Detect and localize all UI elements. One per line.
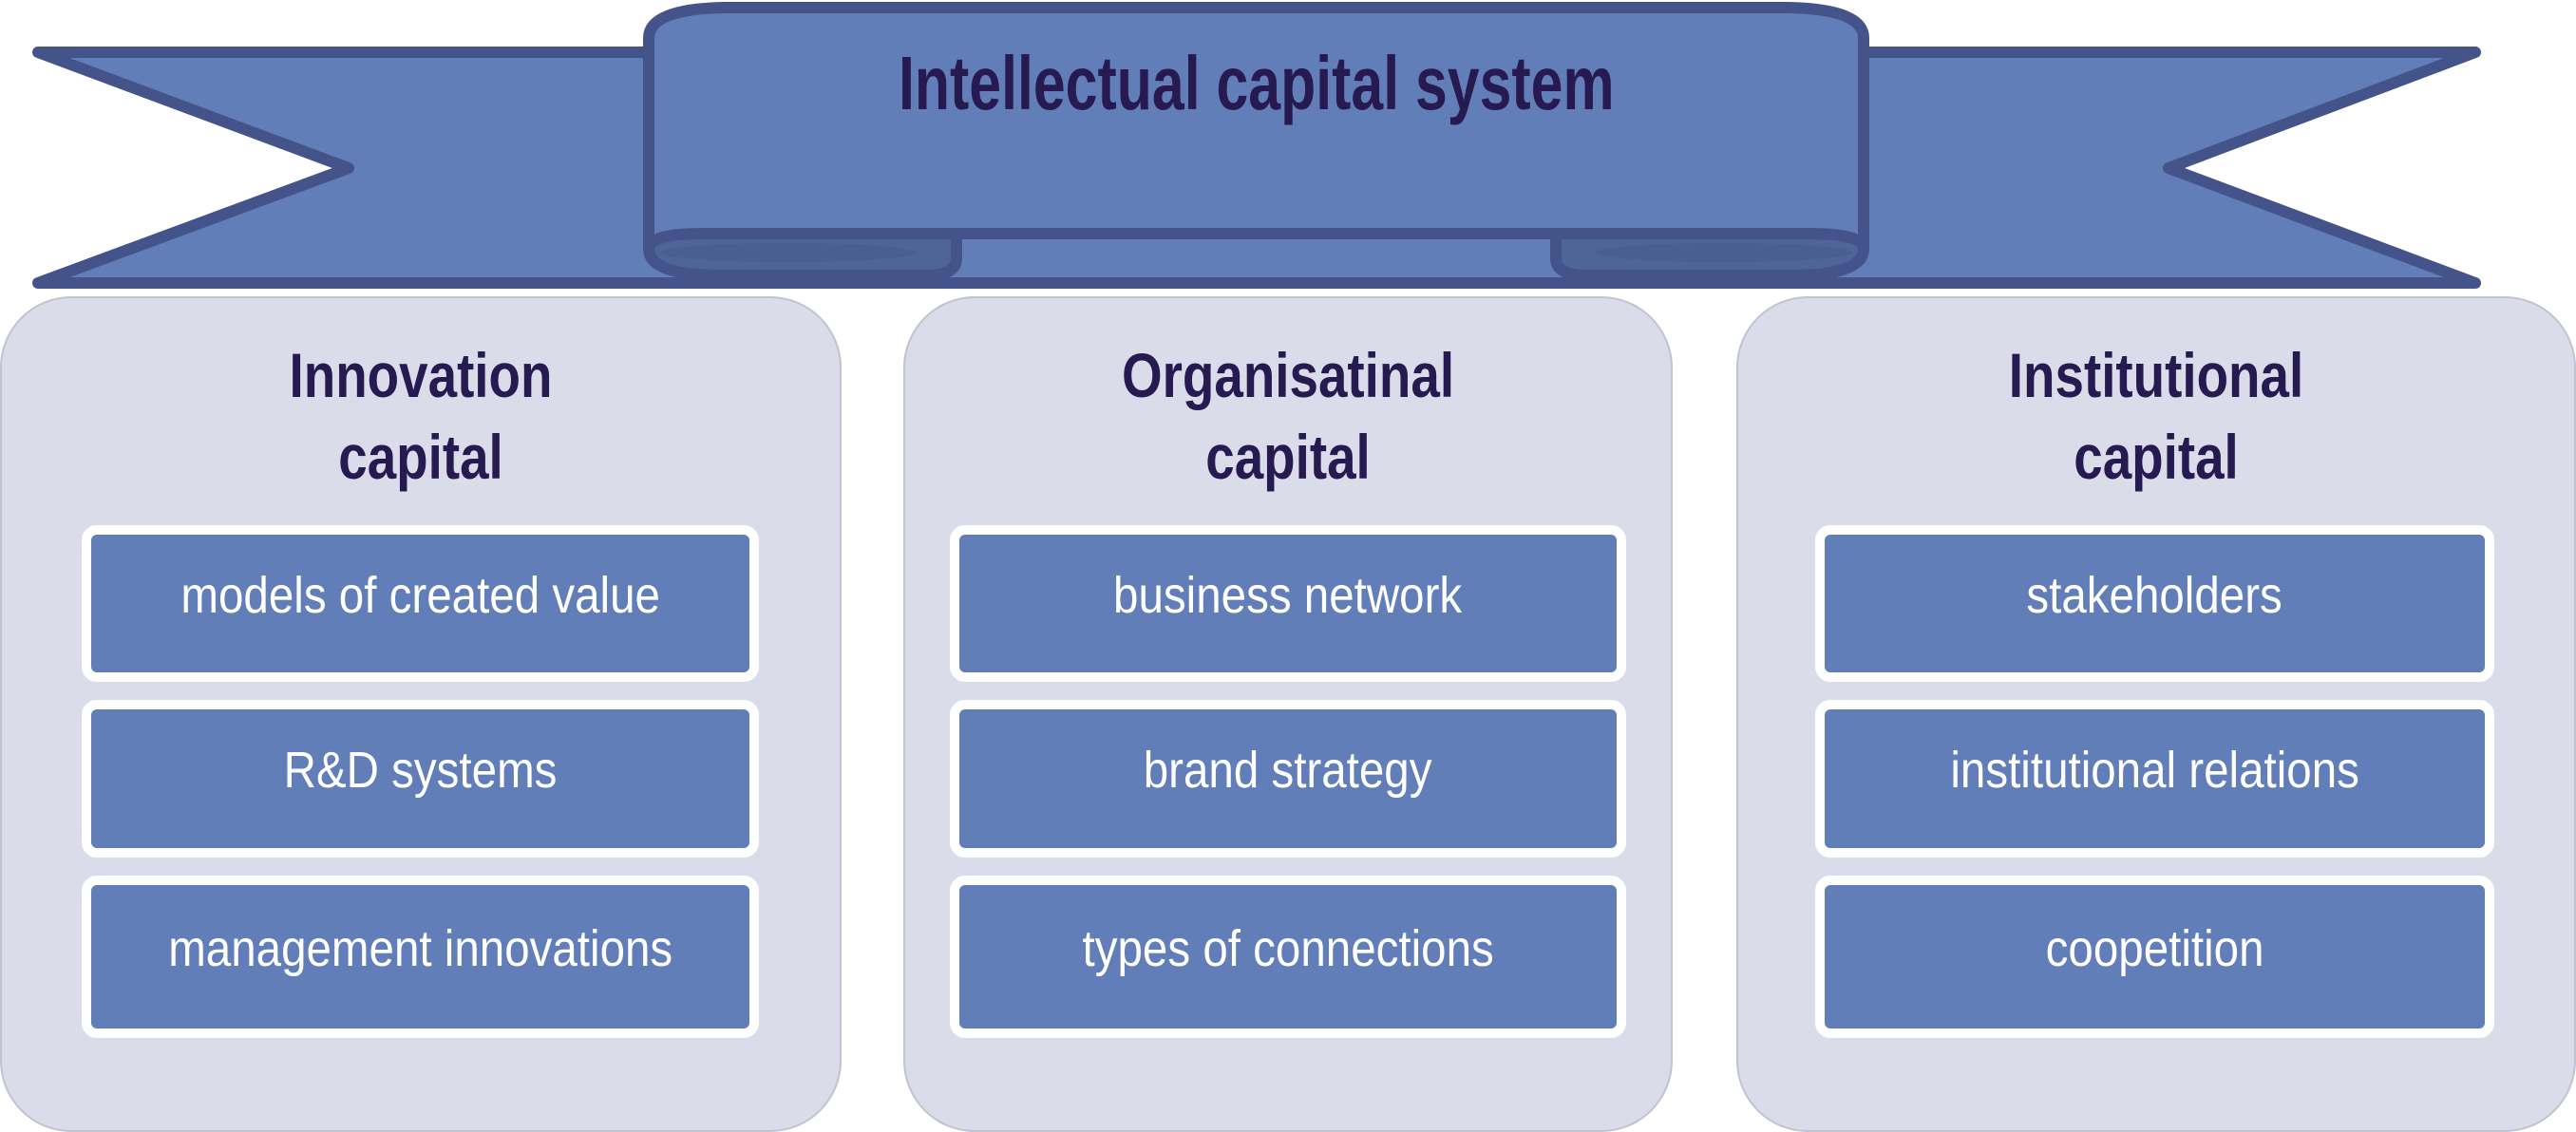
list-item: brand strategy xyxy=(950,700,1626,858)
ribbon-right-curl-inner xyxy=(1596,243,1852,262)
card-heading-line1: Innovation xyxy=(289,340,553,410)
list-item-label: management innovations xyxy=(168,919,672,977)
list-item: business network xyxy=(950,525,1626,682)
list-item-label: types of connections xyxy=(1082,919,1494,977)
list-item: coopetition xyxy=(1815,876,2494,1038)
card-heading-line2: capital xyxy=(2074,422,2239,492)
list-item-label: institutional relations xyxy=(1950,742,2359,799)
title-container: Intellectual capital system xyxy=(649,36,1865,131)
list-item-label: brand strategy xyxy=(1144,742,1432,799)
diagram-title: Intellectual capital system xyxy=(899,41,1615,125)
list-item: stakeholders xyxy=(1815,525,2494,682)
list-item: institutional relations xyxy=(1815,700,2494,858)
list-item: types of connections xyxy=(950,876,1626,1038)
list-item-label: models of created value xyxy=(180,566,660,624)
card-heading: Innovation capital xyxy=(0,334,842,498)
title-ribbon xyxy=(32,2,2481,289)
list-item: models of created value xyxy=(82,525,759,682)
card-heading-line2: capital xyxy=(338,422,503,492)
ribbon-left-curl-inner xyxy=(660,243,917,262)
list-item-label: R&D systems xyxy=(283,742,558,799)
card-heading: Organisatinal capital xyxy=(903,334,1673,498)
list-item-label: stakeholders xyxy=(2026,566,2283,624)
list-item: R&D systems xyxy=(82,700,759,858)
card-institutional-capital: Institutional capital stakeholders insti… xyxy=(1736,296,2576,1132)
card-heading: Institutional capital xyxy=(1736,334,2576,498)
list-item: management innovations xyxy=(82,876,759,1038)
list-item-label: business network xyxy=(1113,566,1463,624)
card-innovation-capital: Innovation capital models of created val… xyxy=(0,296,842,1132)
card-heading-line1: Organisatinal xyxy=(1121,340,1455,410)
card-heading-line2: capital xyxy=(1205,422,1371,492)
card-heading-line1: Institutional xyxy=(2008,340,2304,410)
ribbon-front-panel xyxy=(643,2,1869,255)
list-item-label: coopetition xyxy=(2045,919,2264,977)
card-organisational-capital: Organisatinal capital business network b… xyxy=(903,296,1673,1132)
